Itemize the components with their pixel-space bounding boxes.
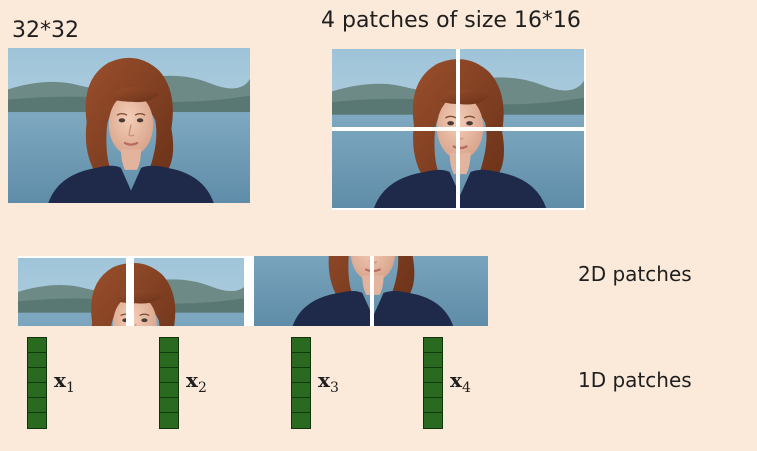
patches-2d-label: 2D patches [578, 262, 692, 286]
vector-cell [292, 413, 310, 428]
patches-2d-row [18, 256, 488, 326]
vector-cell [160, 353, 178, 368]
vector-cell [160, 398, 178, 413]
strip-patch-4 [374, 256, 488, 326]
vector-cell [424, 398, 442, 413]
vector-label-2: x2 [186, 368, 207, 396]
vector-cell [28, 368, 46, 383]
grid-patch-1 [332, 49, 456, 127]
patch-vector-3 [291, 337, 311, 429]
vector-cell [28, 398, 46, 413]
grid-patch-2 [460, 49, 586, 127]
strip-patch-2 [134, 258, 244, 326]
vector-cell [28, 353, 46, 368]
vector-cell [160, 338, 178, 353]
vector-cell [424, 383, 442, 398]
grid-patch-4 [460, 131, 586, 210]
vector-cell [160, 383, 178, 398]
vector-cell [160, 368, 178, 383]
patches-1d-label: 1D patches [578, 368, 692, 392]
vector-label-3: x3 [318, 368, 339, 396]
vector-cell [424, 353, 442, 368]
vector-label-4: x4 [450, 368, 471, 396]
vector-cell [292, 398, 310, 413]
vector-cell [292, 368, 310, 383]
vector-cell [28, 413, 46, 428]
vector-cell [292, 383, 310, 398]
vector-label-1: x1 [54, 368, 75, 396]
patch-vector-4 [423, 337, 443, 429]
strip-patch-3 [254, 256, 370, 326]
original-size-label: 32*32 [12, 18, 79, 43]
vector-cell [424, 368, 442, 383]
vector-cell [292, 338, 310, 353]
patches-title: 4 patches of size 16*16 [321, 8, 581, 33]
original-image [8, 48, 250, 203]
patch-grid [332, 49, 586, 210]
patch-vector-1 [27, 337, 47, 429]
vector-cell [292, 353, 310, 368]
vector-cell [424, 338, 442, 353]
vector-cell [424, 413, 442, 428]
strip-patch-1 [18, 258, 126, 326]
patch-vector-2 [159, 337, 179, 429]
vector-cell [160, 413, 178, 428]
grid-patch-3 [332, 131, 456, 210]
vector-cell [28, 338, 46, 353]
vector-cell [28, 383, 46, 398]
